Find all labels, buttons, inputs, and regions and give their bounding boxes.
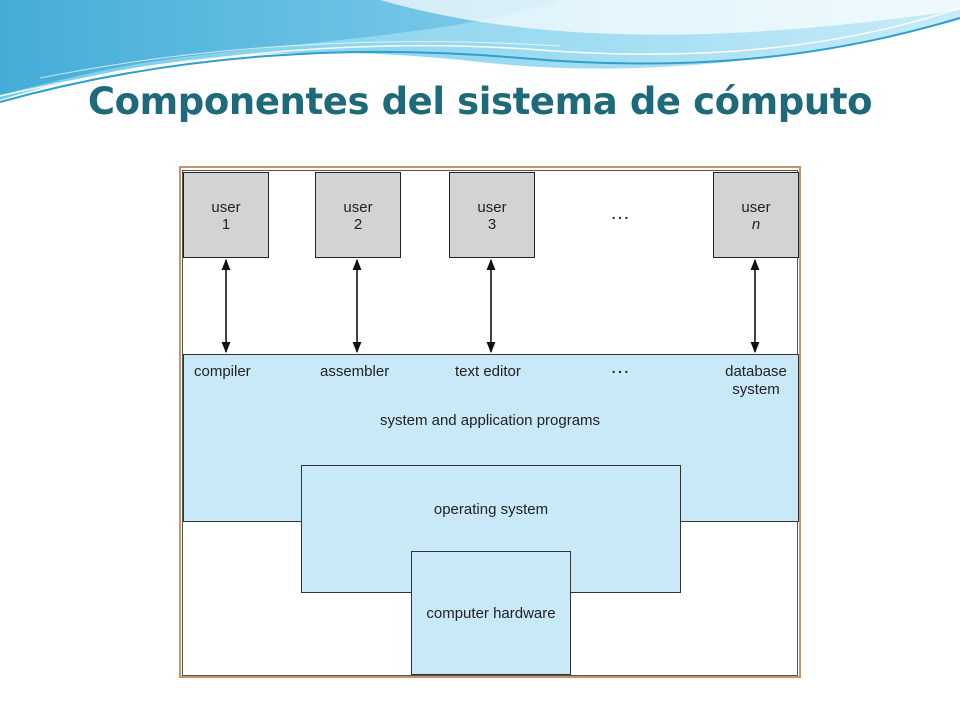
user-box-1: user 1 [183,172,269,258]
program-text-editor: text editor [455,363,521,380]
os-layer-label: operating system [433,501,549,518]
user-box-number: n [751,216,761,233]
users-ellipsis: … [610,202,632,224]
user-box-number: 3 [487,216,497,233]
user-box-label: user [477,199,507,216]
user-box-label: user [211,199,241,216]
user-box-2: user 2 [315,172,401,258]
user-box-label: user [343,199,373,216]
user-box-n: user n [713,172,799,258]
user-box-label: user [741,199,771,216]
user-box-3: user 3 [449,172,535,258]
programs-ellipsis: … [610,356,632,378]
user-box-number: 1 [221,216,231,233]
programs-layer-label: system and application programs [379,412,601,429]
database-line-2: system [732,381,780,398]
user-box-number: 2 [353,216,363,233]
program-database-system: database system [712,363,800,399]
hardware-layer-label: computer hardware [426,605,556,622]
slide-title: Componentes del sistema de cómputo [87,80,873,123]
program-assembler: assembler [320,363,390,380]
program-compiler: compiler [194,363,251,380]
database-line-1: database [725,363,787,380]
hardware-layer [411,551,571,675]
